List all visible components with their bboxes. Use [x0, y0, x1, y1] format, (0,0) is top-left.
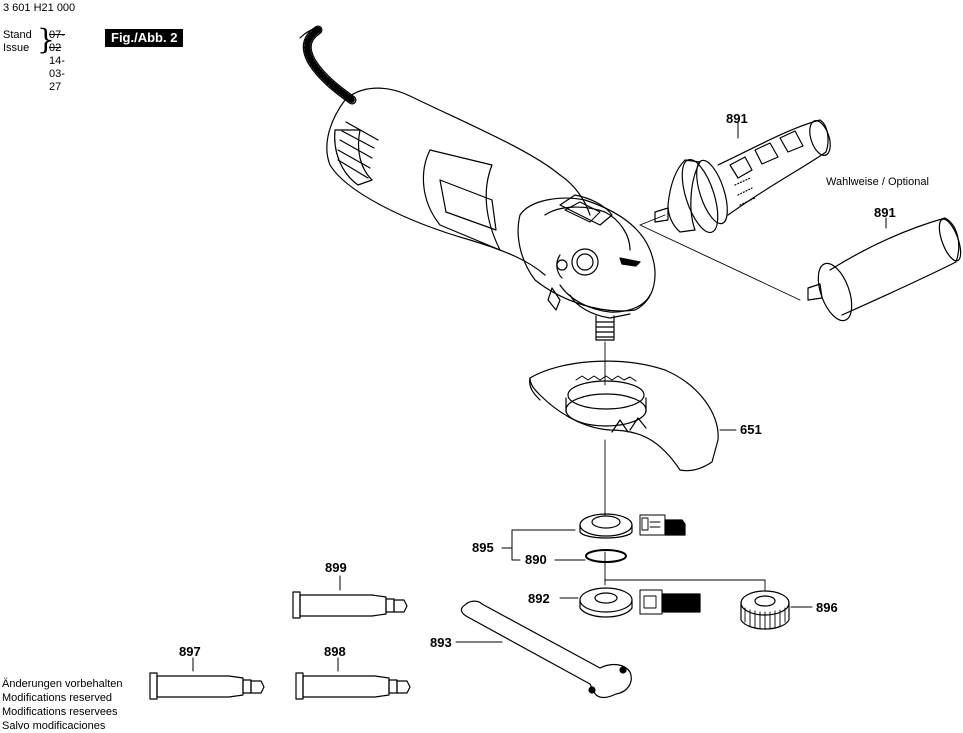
mounting-flange-icon — [579, 513, 633, 539]
angle-grinder-icon — [326, 87, 656, 341]
brace-icon: } — [37, 23, 55, 56]
part-label-899: 899 — [325, 560, 347, 575]
side-handle-ergonomic-icon — [654, 119, 831, 233]
disclaimer: Änderungen vorbehalten Modifications res… — [2, 677, 122, 733]
part-label-890: 890 — [525, 552, 547, 567]
part-label-895: 895 — [472, 540, 494, 555]
o-ring-icon — [585, 549, 627, 563]
grease-tube-898-icon — [295, 672, 411, 700]
clamping-nut-icon — [579, 587, 633, 618]
document-number: 3 601 H21 000 — [3, 2, 76, 14]
flange-detail-icon — [639, 514, 686, 536]
disclaimer-de: Änderungen vorbehalten — [2, 678, 123, 690]
disclaimer-es: Salvo modificaciones — [2, 720, 106, 732]
wheel-guard-icon — [529, 360, 719, 472]
quick-clamping-nut-icon — [740, 590, 790, 630]
stand-label: Stand — [3, 29, 32, 41]
disclaimer-en: Modifications reserved — [2, 692, 113, 704]
clamping-nut-detail-icon — [639, 589, 701, 615]
part-label-897: 897 — [179, 644, 201, 659]
figure-badge: Fig./Abb. 2 — [105, 29, 184, 47]
old-date: 07-02 — [49, 29, 65, 54]
optional-note: Wahlweise / Optional — [826, 176, 929, 188]
issue-label: Issue — [3, 42, 30, 54]
side-handle-standard-icon — [807, 217, 962, 322]
part-label-651: 651 — [740, 422, 762, 437]
part-label-896: 896 — [816, 600, 838, 615]
part-label-898: 898 — [324, 644, 346, 659]
new-date: 14-03-27 — [49, 55, 65, 93]
part-label-893: 893 — [430, 635, 452, 650]
grease-tube-897-icon — [149, 672, 265, 700]
power-cord-icon — [299, 25, 357, 105]
part-label-891-optional: 891 — [874, 205, 896, 220]
part-label-892: 892 — [528, 591, 550, 606]
disclaimer-fr: Modifications reservees — [2, 706, 118, 718]
part-label-891-top: 891 — [726, 111, 748, 126]
grease-tube-899-icon — [292, 591, 408, 619]
two-pin-spanner-icon — [460, 600, 632, 699]
